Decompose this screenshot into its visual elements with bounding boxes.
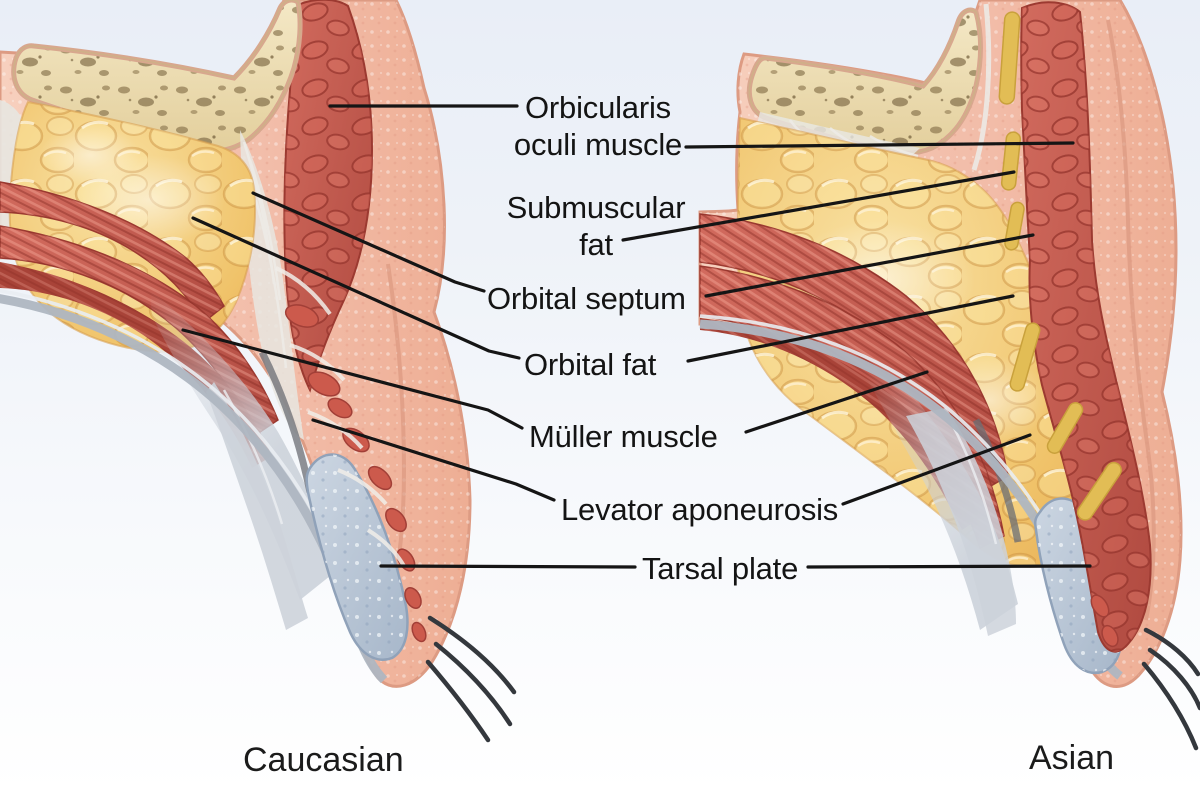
label-muller-muscle: Müller muscle (529, 419, 718, 454)
leader-muller-muscle-right (744, 370, 929, 434)
leader-levator-right (841, 433, 1032, 506)
leader-orbital-septum-left (251, 191, 486, 293)
caption-asian: Asian (1029, 739, 1115, 777)
leader-muller-muscle-left (181, 328, 524, 430)
caucasian-eyelid-illustration (0, 0, 517, 743)
skin-layer (698, 0, 1183, 688)
leader-orbital-fat-right (686, 294, 1015, 363)
pretarsal-muscle-fragments (1090, 594, 1119, 648)
label-submuscular-fat: Submuscular fat (498, 189, 694, 263)
leader-orbicularis-right (684, 141, 1075, 149)
label-line: Orbicularis (525, 90, 671, 125)
label-line: fat (579, 227, 613, 262)
label-tarsal-plate: Tarsal plate (642, 551, 799, 586)
label-line: Submuscular (506, 190, 686, 225)
eyelashes (425, 615, 517, 743)
label-orbital-fat: Orbital fat (524, 347, 657, 382)
leader-tarsal-plate-left (379, 564, 637, 569)
leader-tarsal-plate-right (806, 564, 1092, 569)
asian-eyelid-illustration (698, 0, 1200, 751)
levator-aponeurosis-sheet (906, 408, 1022, 636)
label-levator-aponeurosis: Levator aponeurosis (561, 492, 839, 527)
leader-orbital-fat-left (191, 216, 521, 360)
label-line: oculi muscle (513, 127, 683, 162)
leader-lines (181, 104, 1092, 569)
leader-submuscular-fat-right (621, 170, 1016, 242)
leader-levator-left (311, 418, 556, 502)
leader-orbital-septum-right (704, 233, 1035, 298)
label-orbital-septum: Orbital septum (487, 281, 686, 316)
label-orbicularis-oculi-muscle: Orbicularis oculi muscle (500, 89, 696, 163)
caption-caucasian: Caucasian (243, 741, 404, 779)
eyelashes (1141, 627, 1200, 751)
